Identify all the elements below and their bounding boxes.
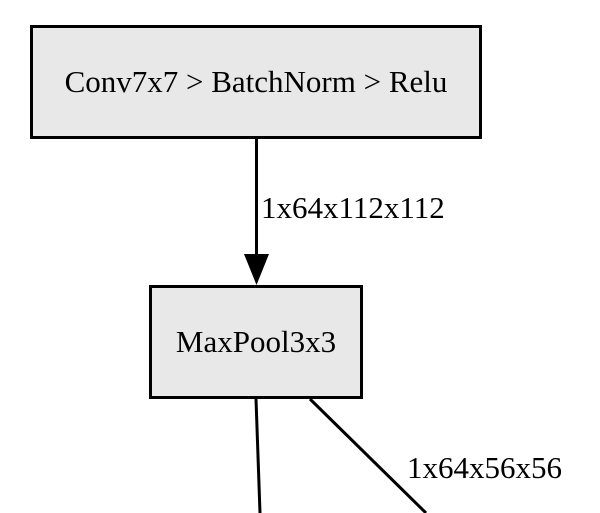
node-maxpool-label: MaxPool3x3 [175,324,337,359]
edge-label-conv-to-maxpool: 1x64x112x112 [261,190,445,225]
node-conv-batchnorm-relu: Conv7x7 > BatchNorm > Relu [30,25,482,139]
node-maxpool: MaxPool3x3 [149,285,363,399]
edge-maxpool-out-right-line [308,397,428,513]
edge-label-maxpool-out: 1x64x56x56 [407,450,562,485]
node-conv-label: Conv7x7 > BatchNorm > Relu [64,64,448,99]
edge-maxpool-out-left-line [254,398,262,513]
arrowhead-down-icon [244,254,269,285]
